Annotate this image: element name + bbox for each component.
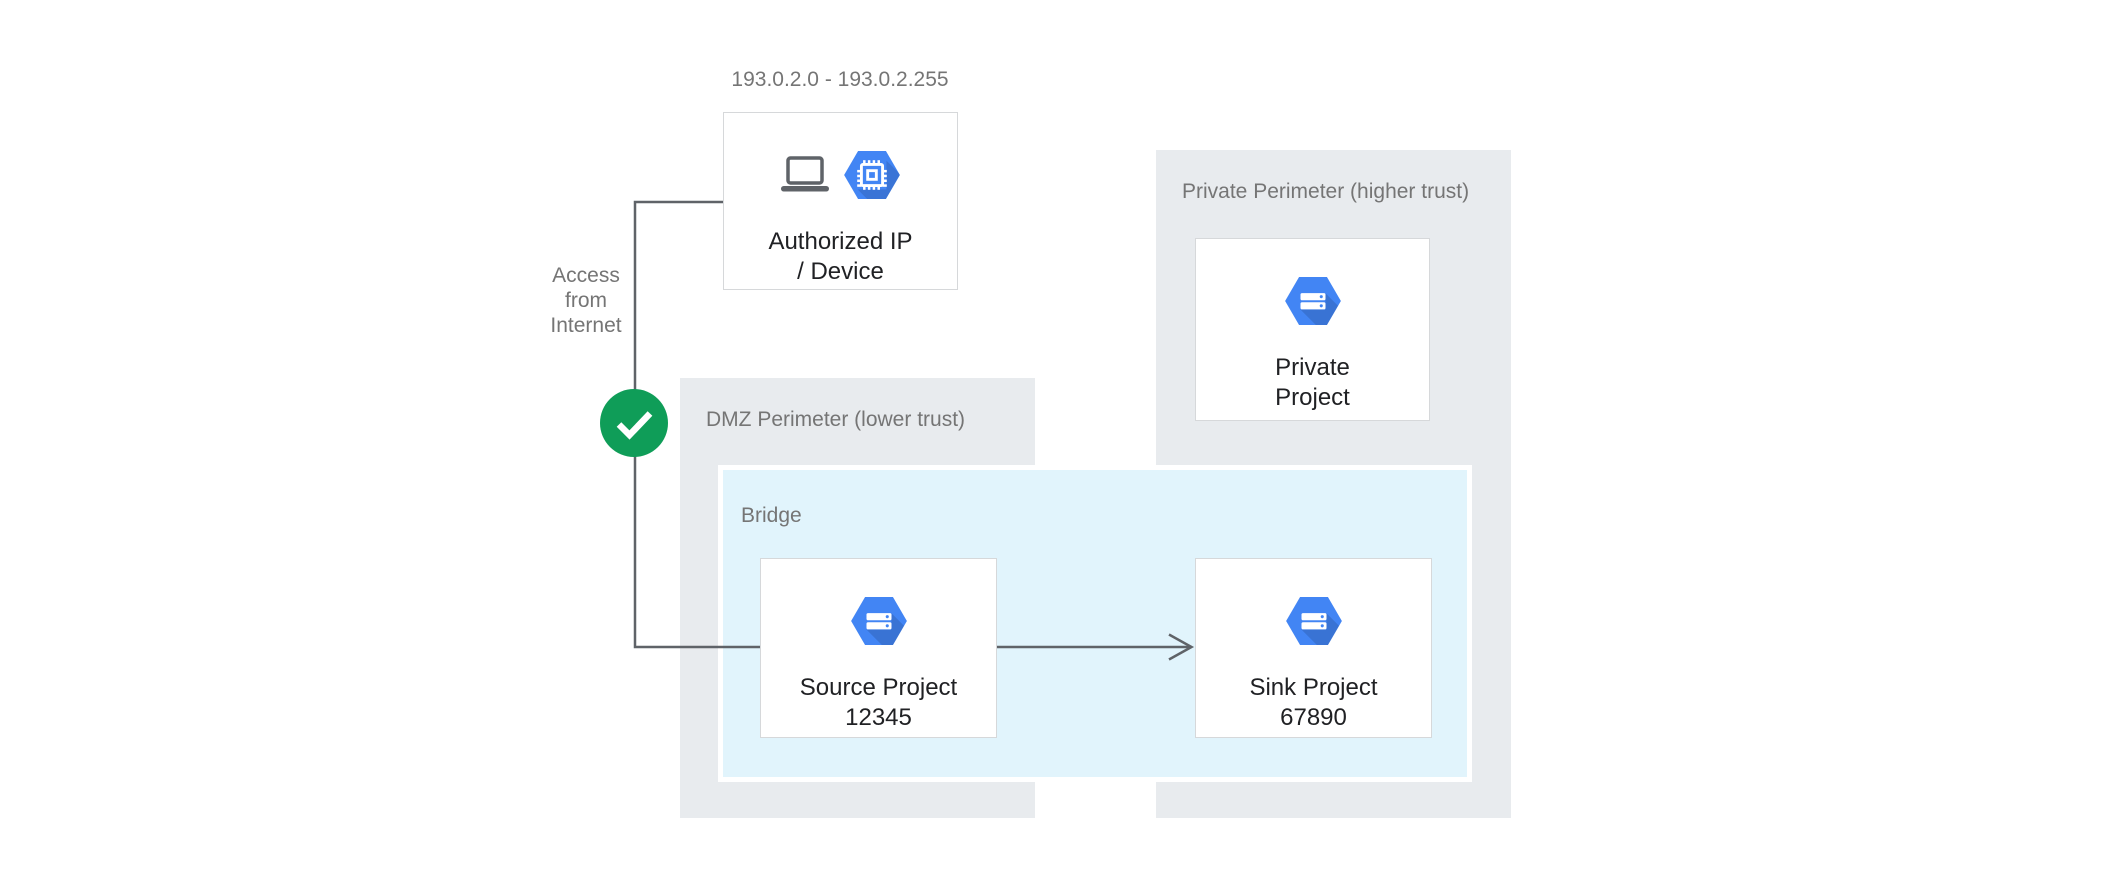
source-project-node: Source Project 12345 (760, 558, 997, 738)
private-project-node: Private Project (1195, 238, 1430, 421)
source-node-label-line1: Source Project (799, 674, 958, 701)
sink-node-label-line2: 67890 (1280, 704, 1347, 731)
authorized-ip-device-node: Authorized IP / Device (723, 112, 958, 290)
sink-node-icons (1285, 595, 1343, 647)
sink-project-node: Sink Project 67890 (1195, 558, 1432, 738)
authorized-node-label-line1: Authorized IP (768, 228, 913, 255)
check-circle-icon (600, 389, 668, 457)
laptop-icon (781, 156, 829, 192)
source-node-label: Source Project 12345 (800, 673, 957, 733)
private-node-label: Private Project (1275, 353, 1350, 413)
authorized-node-label-line2: / Device (797, 258, 884, 285)
check-icon (600, 389, 668, 457)
access-from-internet-label: Access from Internet (486, 263, 686, 338)
source-node-icons (850, 595, 908, 647)
sink-node-label: Sink Project 67890 (1249, 673, 1377, 733)
authorized-node-label: Authorized IP / Device (768, 227, 912, 287)
access-label-line: from (565, 289, 607, 312)
access-label-line: Access (552, 264, 620, 287)
authorized-node-icons (780, 149, 901, 201)
private-node-label-line1: Private (1275, 354, 1350, 381)
sink-node-label-line1: Sink Project (1249, 674, 1378, 701)
private-node-label-line2: Project (1275, 384, 1350, 411)
gcp-project-hexagon-icon (1284, 276, 1341, 326)
ip-range-label: 193.0.2.0 - 193.0.2.255 (731, 68, 949, 91)
access-label-line: Internet (550, 314, 622, 337)
dmz-perimeter-label: DMZ Perimeter (lower trust) (706, 408, 966, 431)
bridge-label: Bridge (741, 504, 802, 527)
private-node-icons (1284, 275, 1342, 327)
gcp-project-hexagon-icon (850, 596, 907, 646)
source-node-label-line2: 12345 (845, 704, 912, 731)
gcp-project-hexagon-icon (1285, 596, 1342, 646)
gcp-chip-hexagon-icon (844, 150, 900, 200)
private-perimeter-label: Private Perimeter (higher trust) (1182, 180, 1470, 203)
